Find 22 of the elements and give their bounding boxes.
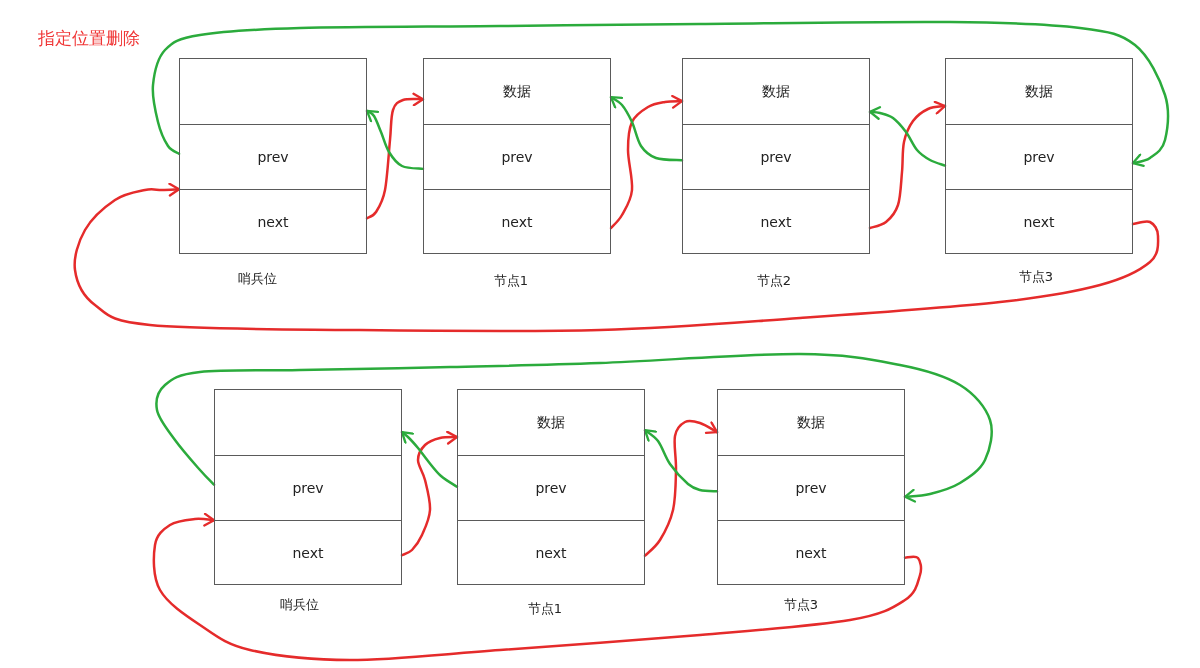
node-caption: 节点1 [493,272,529,290]
pointer-arrow [643,428,719,493]
pointer-arrow [643,419,719,557]
pointer-arrow [609,94,684,230]
pointer-arrow [155,352,993,503]
pointer-arrow [151,20,1170,168]
pointer-arrow [365,92,425,220]
pointer-arrow [152,512,923,662]
node-caption: 节点3 [783,596,819,614]
pointer-arrow [73,182,1160,333]
node-caption: 节点1 [527,600,563,618]
pointer-arrow [400,430,459,488]
pointer-arrow [609,95,684,162]
node-caption: 节点3 [1018,268,1054,286]
pointer-arrow [400,430,459,557]
node-caption: 哨兵位 [279,596,319,614]
node-caption: 哨兵位 [237,270,277,288]
node-caption: 节点2 [756,272,792,290]
title: 指定位置删除 [38,27,140,50]
pointer-arrow [365,109,425,171]
pointer-arrow [868,105,947,167]
pointer-arrow [868,100,947,230]
